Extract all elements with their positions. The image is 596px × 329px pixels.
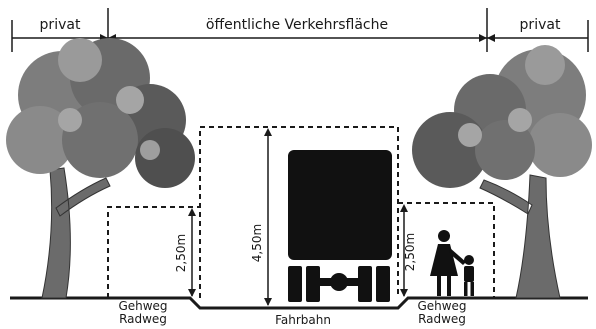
clearance-value-right-path: 2,50m (403, 233, 417, 271)
tree-trunk (480, 175, 560, 298)
zone-label-right-private: privat (520, 17, 561, 33)
left-path-label-line2: Radweg (119, 312, 167, 326)
truck-body (288, 150, 392, 260)
dimension-arrow-left-path (188, 208, 196, 297)
roadway-label: Fahrbahn (275, 313, 331, 327)
tree-trunk (42, 168, 110, 298)
dimension-arrow-roadway (264, 128, 272, 306)
left-path-label-line1: Gehweg (118, 299, 167, 313)
tree-icon (6, 38, 195, 298)
adult-with-child-icon (430, 230, 474, 296)
arrowhead (487, 34, 495, 42)
clearance-value-roadway: 4,50m (250, 224, 264, 262)
clearance-value-left-path: 2,50m (174, 234, 188, 272)
zone-label-left-private: privat (40, 17, 81, 33)
right-path-label-line2: Radweg (418, 312, 466, 326)
zone-label-public-area: öffentliche Verkehrsfläche (206, 17, 388, 33)
truck-rear-icon (288, 150, 392, 302)
right-path-label-line1: Gehweg (417, 299, 466, 313)
truck-wheels (288, 266, 390, 302)
arrowhead (479, 34, 487, 42)
